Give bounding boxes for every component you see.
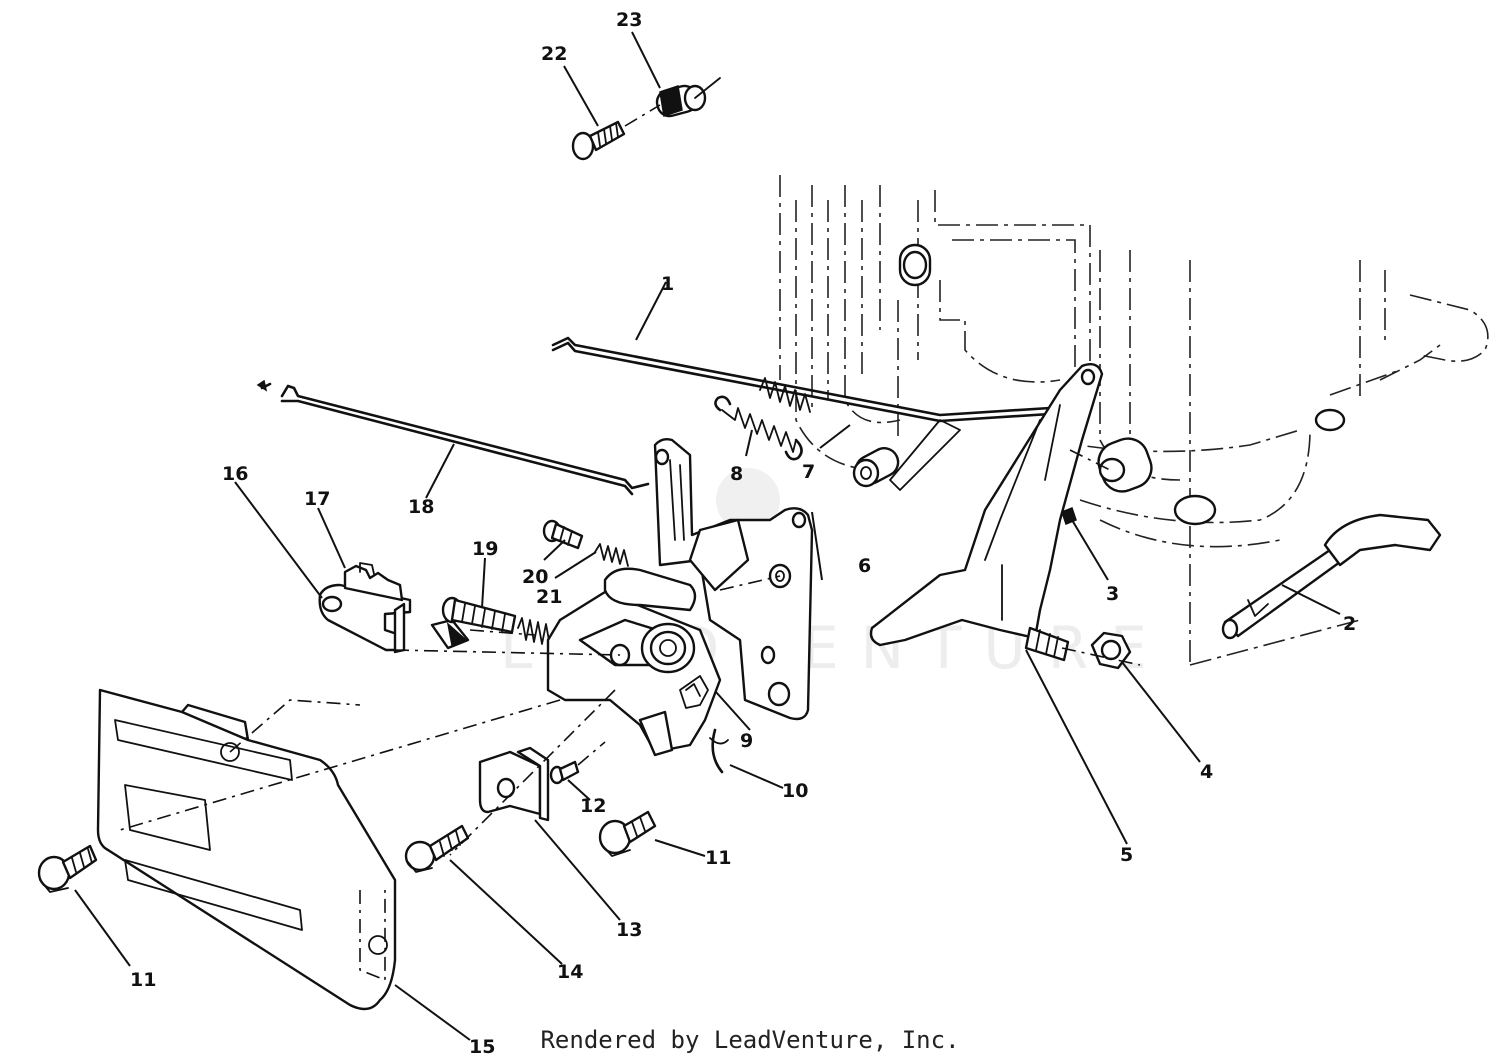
leader-lines [74,31,1341,1041]
bolt-11-lower [37,844,98,893]
callout-20: 20 [522,566,548,588]
callout-18: 18 [408,496,434,518]
callout-8: 8 [730,463,743,485]
nut-plate-13 [478,746,550,822]
callout-7: 7 [802,461,815,483]
wire-clip-10 [709,728,729,774]
callout-6: 6 [858,555,871,577]
callout-4: 4 [1200,761,1213,783]
callout-1: 1 [661,273,674,295]
adjust-screw-19 [441,596,551,647]
callout-15: 15 [469,1036,495,1058]
callout-5: 5 [1120,844,1133,866]
callout-21: 21 [536,586,562,608]
choke-rod-18 [256,379,650,496]
callout-11-lower: 11 [130,969,156,991]
callout-10: 10 [782,780,808,802]
callout-3: 3 [1106,583,1119,605]
control-lever-9 [546,518,750,757]
callout-22: 22 [541,43,567,65]
choke-bracket-16-17 [318,562,470,654]
small-screw-20 [542,519,584,550]
governor-shaft-2 [1221,513,1442,640]
assembly-lines [119,449,1141,856]
governor-arm-5 [869,363,1104,662]
callout-2: 2 [1343,613,1356,635]
cable-clamp-23 [655,77,721,118]
credit-line: Rendered by LeadVenture, Inc. [540,1026,960,1054]
clamp-screw-22 [571,104,661,161]
engine-block-outline [779,175,1489,666]
callout-12: 12 [580,795,606,817]
callout-14: 14 [557,961,583,983]
engine-bosses [889,243,1346,526]
cover-plate-15 [96,688,397,1011]
control-plate-6 [653,437,814,721]
bolt-14 [404,824,470,873]
callout-9: 9 [740,730,753,752]
small-spring-21 [594,543,629,567]
callout-16: 16 [222,463,248,485]
callout-23: 23 [616,9,642,31]
bolt-11-upper [598,810,657,857]
callout-19: 19 [472,538,498,560]
callout-17: 17 [304,488,330,510]
governor-rod-1 [551,336,1062,423]
callout-11-upper: 11 [705,847,731,869]
governor-spring-8 [714,395,803,461]
callout-13: 13 [616,919,642,941]
rod-spring [759,377,811,413]
small-screw-12 [549,741,606,785]
callout-labels: 23 22 1 8 7 16 17 18 19 20 21 6 3 2 5 4 … [130,9,1356,1058]
bushing-7 [852,447,900,488]
